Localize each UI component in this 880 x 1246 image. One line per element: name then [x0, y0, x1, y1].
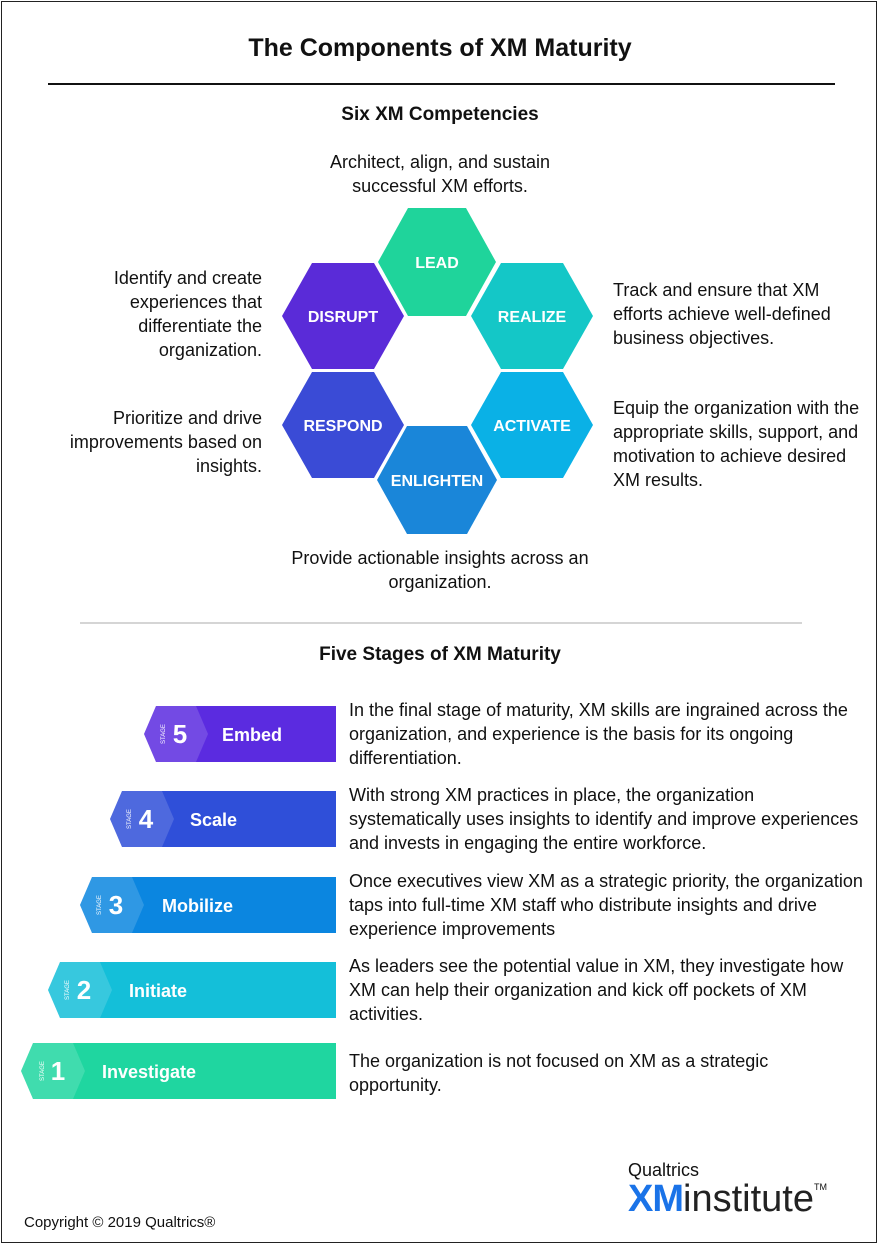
stage-bar-2: STAGE 2 Initiate [48, 962, 336, 1018]
hex-activate-label: ACTIVATE [493, 418, 571, 435]
stage-4-number: 4 [139, 804, 154, 834]
stage-1-name: Investigate [102, 1062, 196, 1082]
stage-3-name: Mobilize [162, 896, 233, 916]
logo-brand: Qualtrics [628, 1160, 700, 1180]
logo-word: institute [683, 1178, 814, 1220]
lead-description: Architect, align, and sustain successful… [329, 152, 551, 196]
stage-1-number: 1 [51, 1056, 65, 1086]
logo-tm: TM [813, 1182, 827, 1192]
stage-bar-3: STAGE 3 Mobilize [80, 877, 336, 933]
activate-description: Equip the organization with the appropri… [613, 398, 860, 490]
stage-bar-5: STAGE 5 Embed [144, 706, 336, 762]
respond-description: Prioritize and drive improvements based … [69, 408, 262, 476]
stage-1-word: STAGE [40, 1061, 46, 1081]
realize-description: Track and ensure that XM efforts achieve… [613, 280, 831, 348]
stage-2-description: As leaders see the potential value in XM… [349, 956, 844, 1024]
stage-4-name: Scale [190, 810, 237, 830]
enlighten-description: Provide actionable insights across an or… [291, 548, 589, 592]
stage-bar-1: STAGE 1 Investigate [21, 1043, 336, 1099]
xm-institute-logo: XMinstituteTM [628, 1178, 827, 1221]
stage-5-word: STAGE [161, 724, 167, 744]
stage-5-number: 5 [173, 719, 187, 749]
section-divider [80, 622, 802, 624]
page-title: The Components of XM Maturity [248, 34, 632, 62]
hex-realize-label: REALIZE [498, 309, 567, 326]
stage-4-word: STAGE [127, 809, 133, 829]
disrupt-description: Identify and create experiences that dif… [113, 268, 262, 360]
logo-xm: XM [628, 1178, 684, 1220]
stage-3-number: 3 [109, 890, 123, 920]
stage-3-word: STAGE [97, 895, 103, 915]
stage-4-description: With strong XM practices in place, the o… [349, 785, 859, 853]
stage-2-word: STAGE [65, 980, 71, 1000]
stage-2-number: 2 [77, 975, 91, 1005]
hex-respond: RESPOND [282, 372, 404, 478]
title-divider [48, 83, 835, 85]
hex-realize: REALIZE [471, 263, 593, 369]
stages-heading: Five Stages of XM Maturity [319, 644, 561, 665]
hex-disrupt-label: DISRUPT [308, 309, 378, 326]
hex-lead-label: LEAD [415, 255, 459, 272]
stage-3-description: Once executives view XM as a strategic p… [349, 871, 863, 939]
hex-enlighten-label: ENLIGHTEN [391, 473, 483, 490]
stage-5-description: In the final stage of maturity, XM skill… [349, 700, 848, 768]
hex-enlighten: ENLIGHTEN [377, 426, 497, 534]
stage-1-description: The organization is not focused on XM as… [349, 1051, 769, 1095]
stage-bar-4: STAGE 4 Scale [110, 791, 336, 847]
hex-activate: ACTIVATE [471, 372, 593, 478]
hex-respond-label: RESPOND [303, 418, 382, 435]
stage-5-name: Embed [222, 725, 282, 745]
stage-2-name: Initiate [129, 981, 187, 1001]
competencies-heading: Six XM Competencies [341, 104, 539, 125]
hex-lead: LEAD [378, 208, 496, 316]
hex-disrupt: DISRUPT [282, 263, 404, 369]
copyright-text: Copyright © 2019 Qualtrics® [24, 1214, 216, 1231]
